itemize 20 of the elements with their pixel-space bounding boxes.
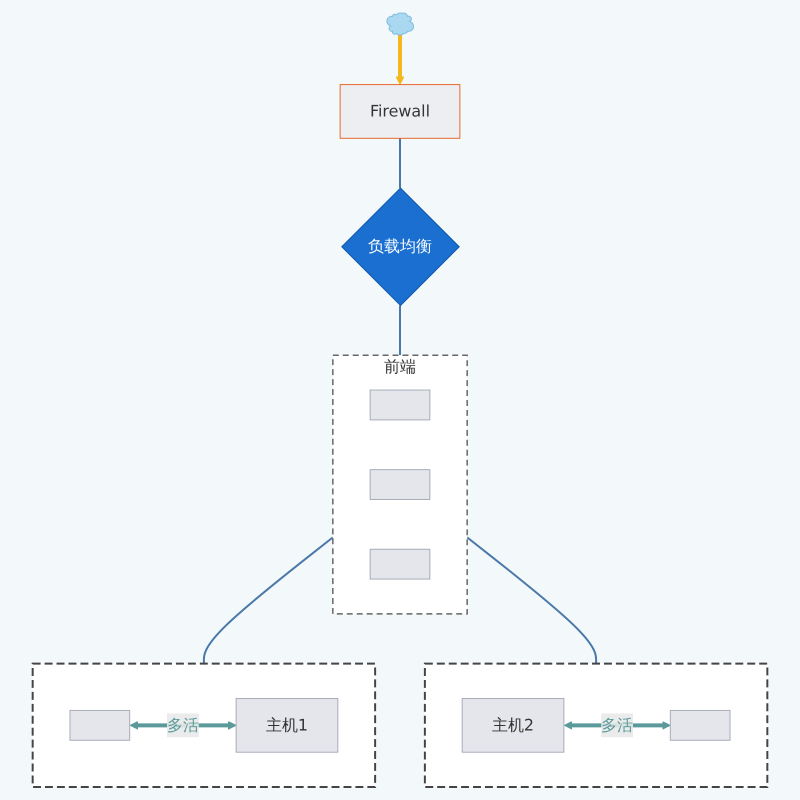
node-box: 主机2 <box>462 698 564 753</box>
edge-label: 多活 <box>601 715 634 734</box>
connector <box>399 305 401 356</box>
connector <box>202 536 334 664</box>
node-cloud <box>386 12 414 36</box>
connector <box>466 536 598 664</box>
node-box <box>370 390 430 420</box>
cluster: 前端 <box>332 354 468 615</box>
edge-label: 多活 <box>166 715 199 734</box>
node-box: Firewall <box>340 84 460 139</box>
arrow <box>396 34 404 85</box>
connector <box>399 138 401 188</box>
node-box <box>670 710 731 741</box>
node-box: 主机1 <box>236 698 338 753</box>
node-box <box>370 469 430 500</box>
cluster <box>424 662 768 788</box>
node-box <box>69 710 130 741</box>
node-box <box>370 548 430 580</box>
cluster <box>32 662 376 788</box>
node-diamond: 负载均衡 <box>341 187 460 306</box>
